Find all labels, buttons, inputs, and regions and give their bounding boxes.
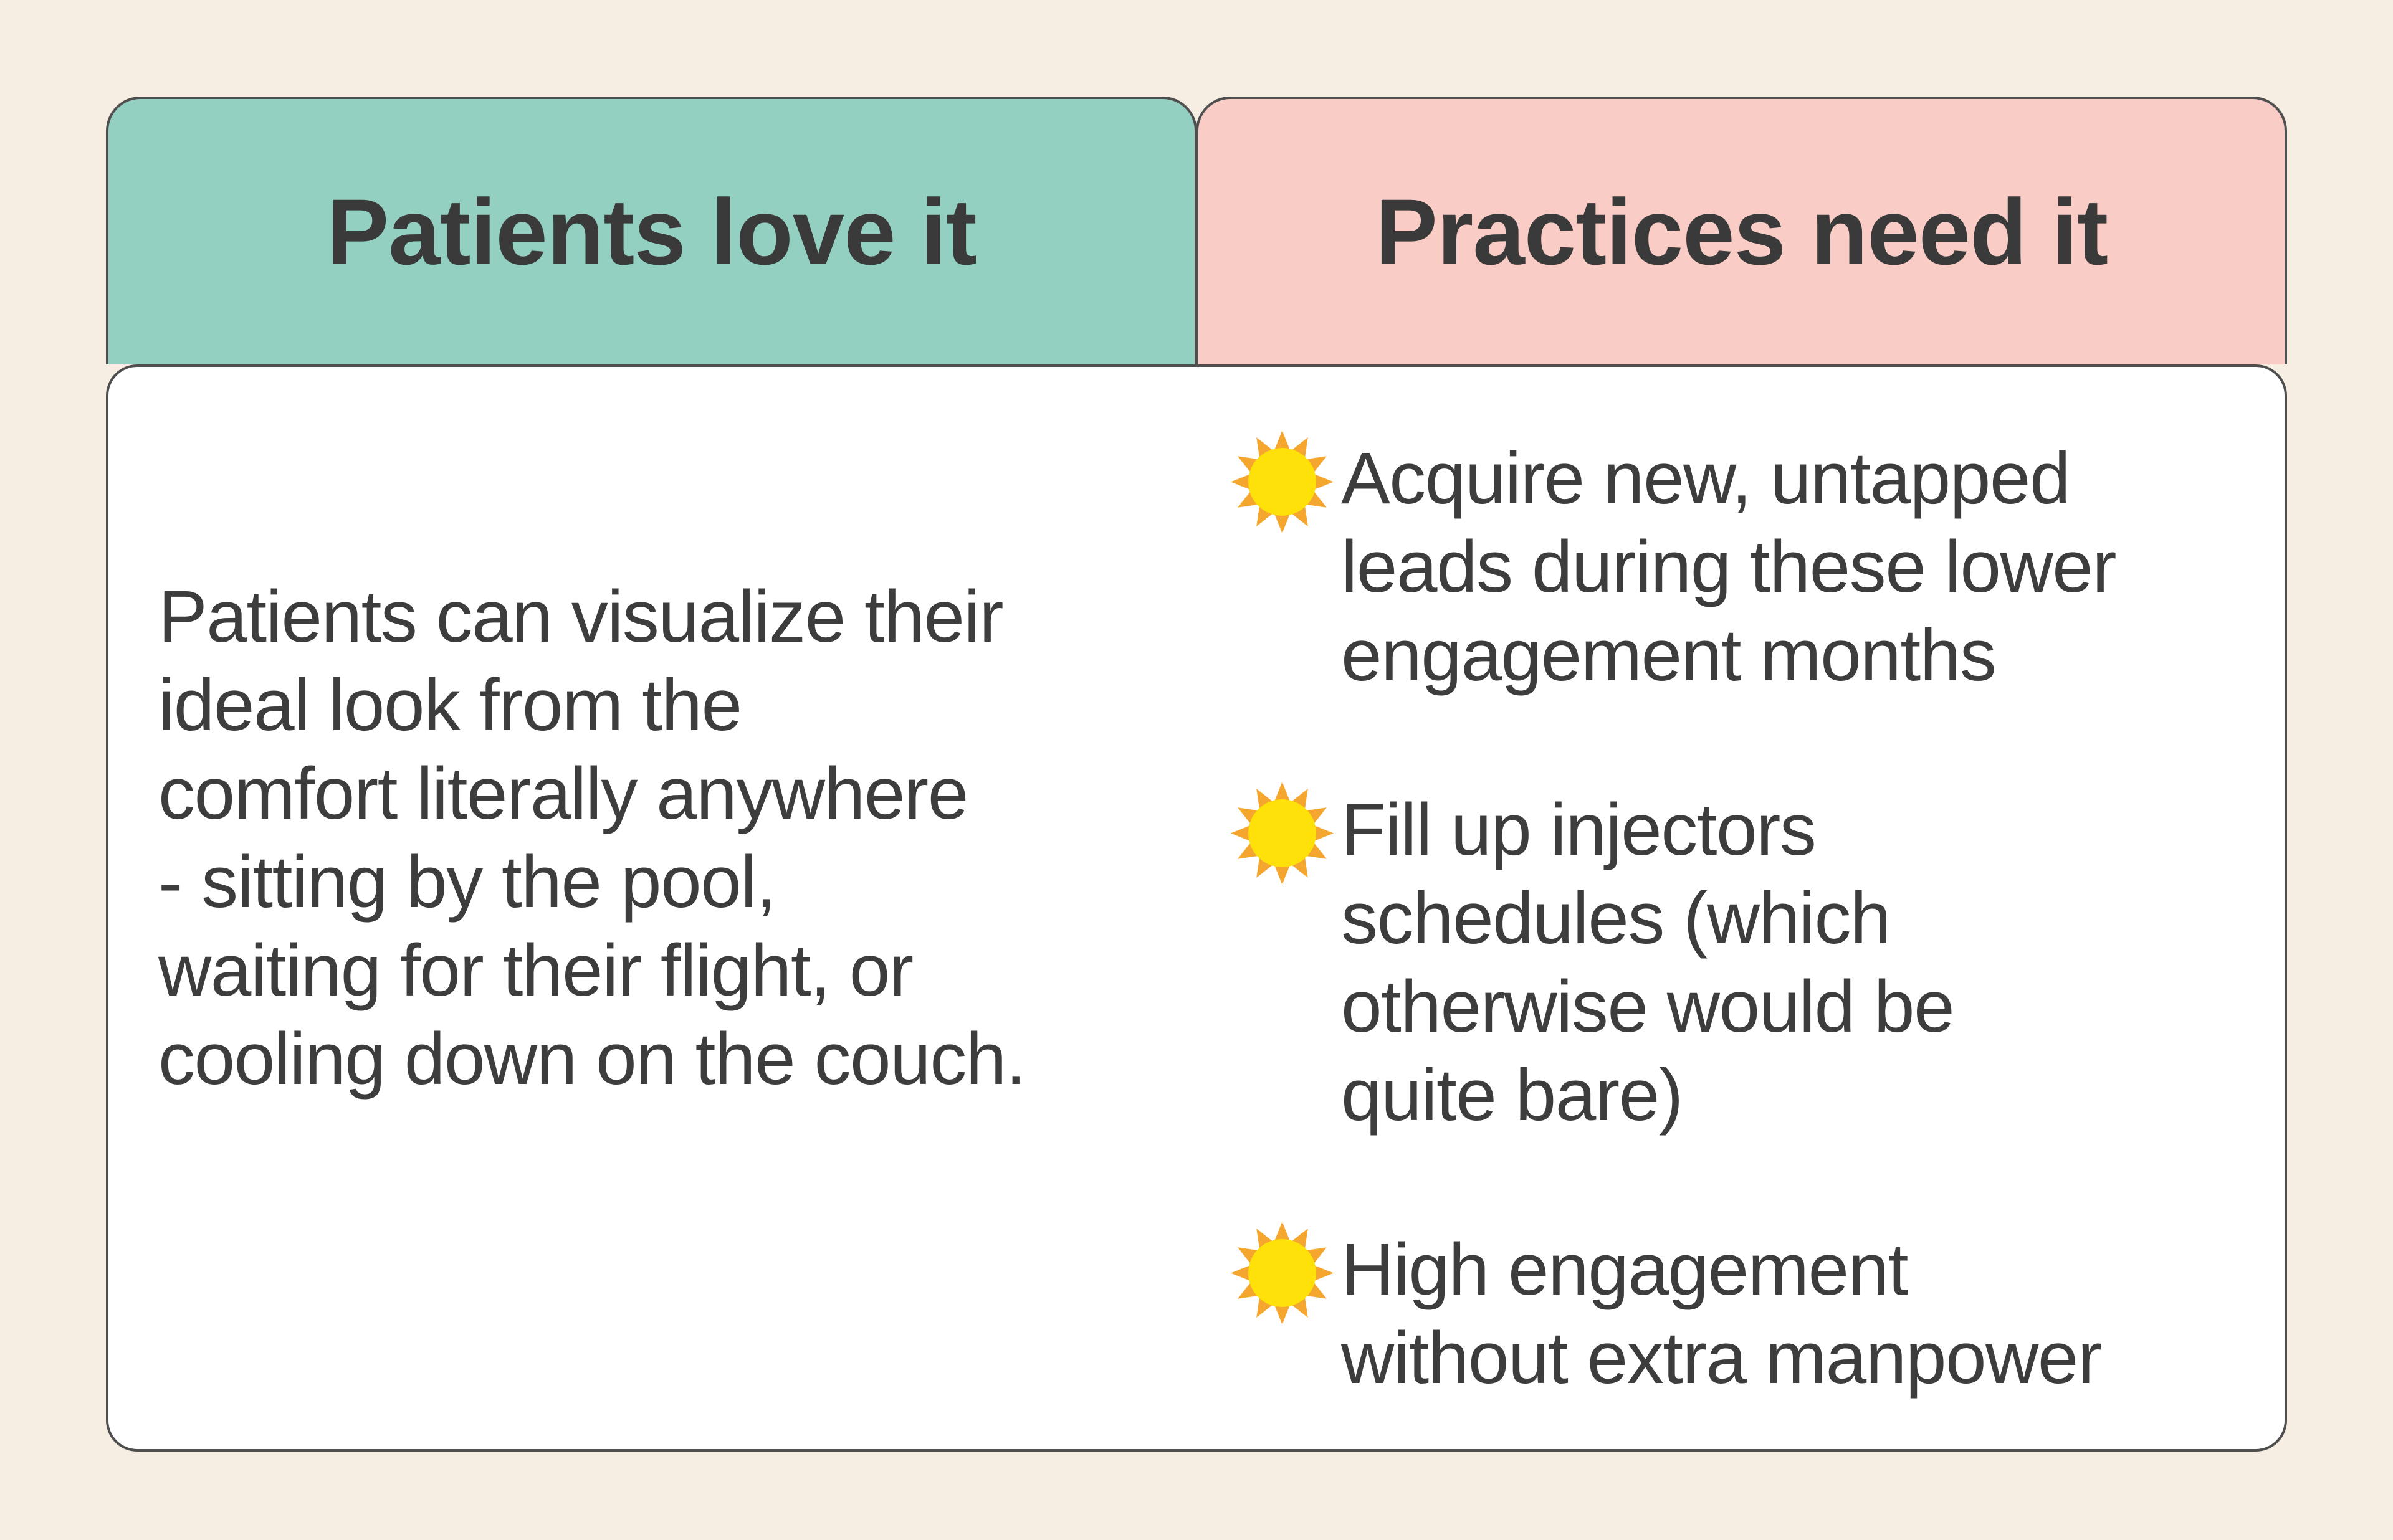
benefits-list: Acquire new, untapped leads during these…	[1231, 430, 2260, 1402]
comparison-table: Patients love it Practices need it Patie…	[106, 97, 2287, 1452]
sun-icon	[1231, 430, 1334, 533]
practices-header-title: Practices need it	[1375, 179, 2108, 284]
patients-paragraph: Patients can visualize their ideal look …	[158, 576, 1026, 1100]
header-row: Patients love it Practices need it	[106, 97, 2287, 364]
list-item: High engagement without extra manpower	[1231, 1222, 2260, 1402]
table-body-card: Patients can visualize their ideal look …	[106, 364, 2287, 1452]
list-item: Fill up injectors schedules (which other…	[1231, 782, 2260, 1139]
patients-header-title: Patients love it	[327, 179, 977, 284]
benefit-text: High engagement without extra manpower	[1341, 1229, 2102, 1399]
column-practices-body: Acquire new, untapped leads during these…	[1196, 367, 2285, 1449]
column-header-practices: Practices need it	[1196, 97, 2287, 364]
list-item: Acquire new, untapped leads during these…	[1231, 430, 2260, 700]
benefit-text: Fill up injectors schedules (which other…	[1341, 789, 1955, 1136]
column-header-patients: Patients love it	[106, 97, 1197, 364]
sun-icon	[1231, 782, 1334, 885]
column-patients-body: Patients can visualize their ideal look …	[108, 367, 1196, 1449]
benefit-text: Acquire new, untapped leads during these…	[1341, 437, 2117, 696]
sun-icon	[1231, 1222, 1334, 1324]
